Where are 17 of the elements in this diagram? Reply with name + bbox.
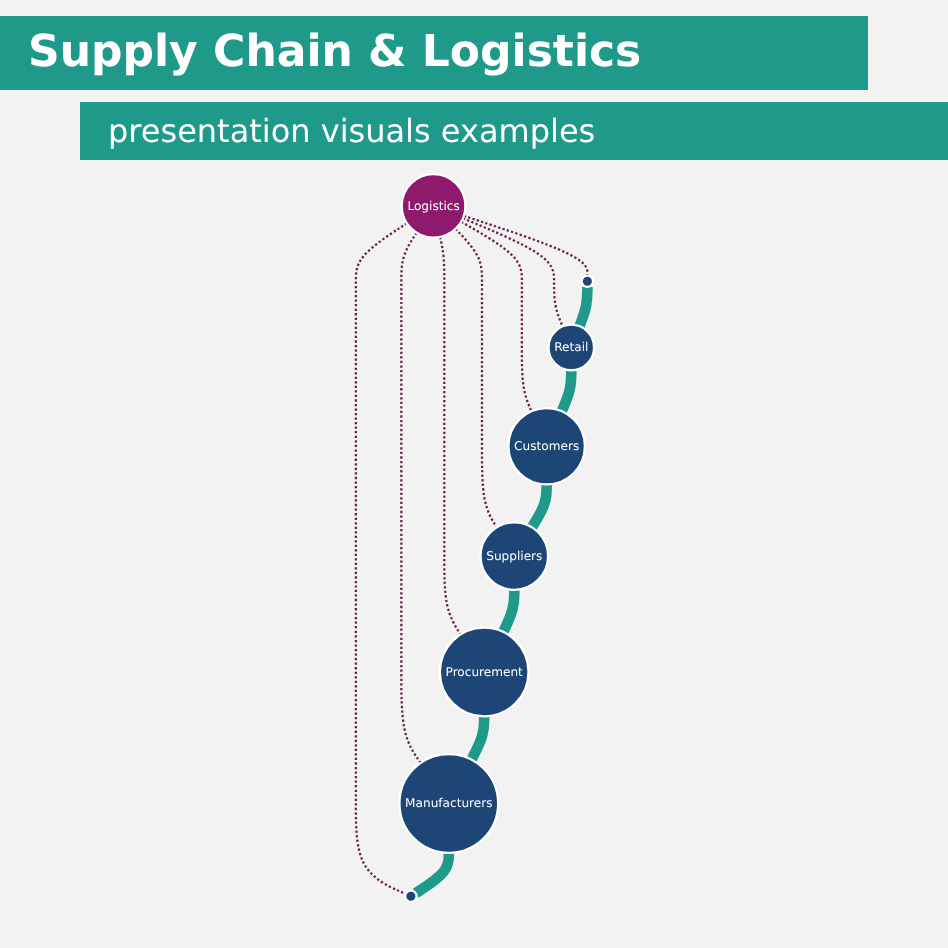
connector — [465, 714, 489, 763]
node-circle — [403, 889, 417, 904]
connector — [459, 220, 532, 412]
subtitle-banner: presentation visuals examples — [80, 102, 948, 160]
connector — [555, 368, 576, 414]
connector — [497, 587, 519, 635]
connector — [526, 482, 551, 531]
connector — [573, 284, 592, 329]
connector — [453, 228, 497, 528]
connector — [461, 217, 563, 327]
title-banner: Supply Chain & Logistics — [0, 16, 868, 90]
connector — [438, 236, 461, 636]
connector — [353, 222, 407, 895]
connector — [399, 232, 421, 764]
node-circle — [579, 274, 594, 289]
connector — [411, 850, 454, 898]
connector — [462, 214, 588, 276]
